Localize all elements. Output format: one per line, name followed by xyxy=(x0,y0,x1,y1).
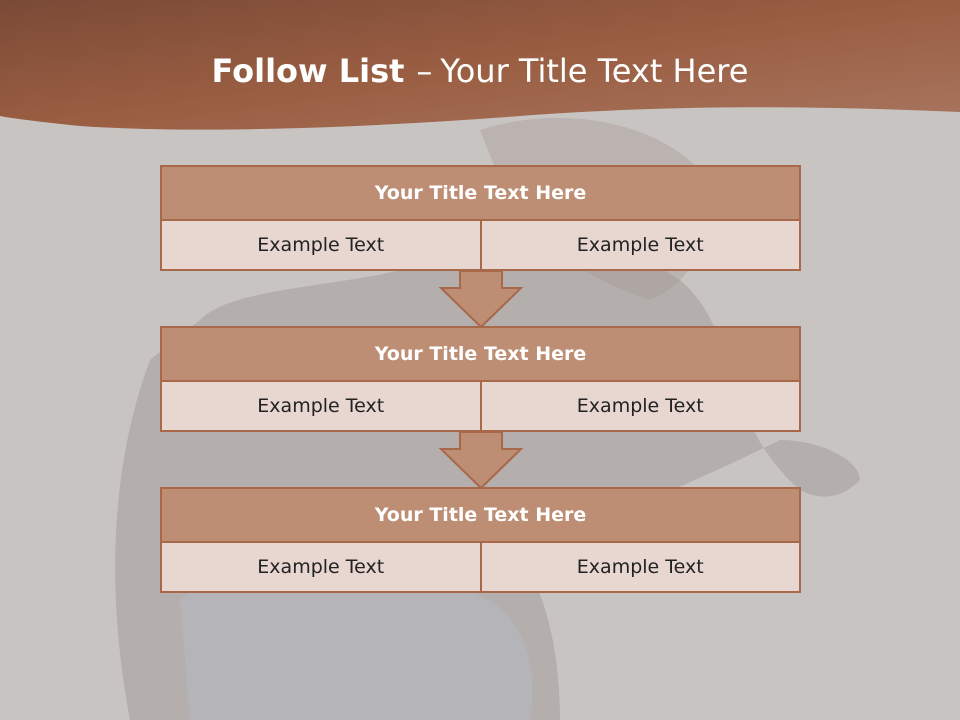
block-text-left: Example Text xyxy=(160,543,482,593)
block-title: Your Title Text Here xyxy=(160,487,801,543)
block-text-right: Example Text xyxy=(481,221,801,271)
list-block-1: Your Title Text Here Example Text Exampl… xyxy=(160,165,801,271)
title-bold: Follow List xyxy=(211,52,405,90)
header-band xyxy=(0,0,960,130)
list-block-3: Your Title Text Here Example Text Exampl… xyxy=(160,487,801,593)
block-title: Your Title Text Here xyxy=(160,326,801,382)
down-arrow-2 xyxy=(438,431,524,489)
block-text-right: Example Text xyxy=(481,382,801,432)
slide-title: Follow List–Your Title Text Here xyxy=(0,52,960,90)
block-text-right: Example Text xyxy=(481,543,801,593)
title-rest: Your Title Text Here xyxy=(440,52,749,90)
block-text-left: Example Text xyxy=(160,221,482,271)
block-title: Your Title Text Here xyxy=(160,165,801,221)
title-separator: – xyxy=(416,52,433,90)
block-text-left: Example Text xyxy=(160,382,482,432)
list-block-2: Your Title Text Here Example Text Exampl… xyxy=(160,326,801,432)
down-arrow-1 xyxy=(438,270,524,328)
